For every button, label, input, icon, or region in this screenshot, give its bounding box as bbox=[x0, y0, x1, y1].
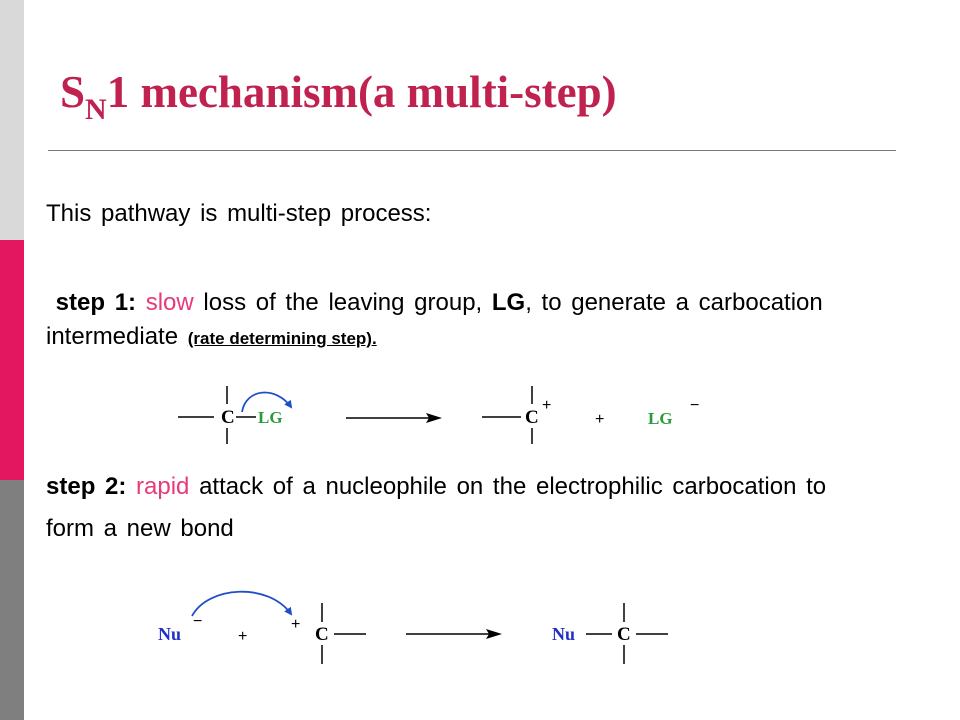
curved-arrow-icon bbox=[241, 391, 293, 413]
step2-label: step 2: bbox=[46, 473, 127, 500]
carbocation-plus-charge: + bbox=[291, 616, 300, 633]
title-divider bbox=[48, 150, 896, 151]
title-main: S bbox=[60, 67, 86, 117]
step1-label: step 1: bbox=[55, 289, 137, 316]
step1-paragraph: step 1: slow loss of the leaving group, … bbox=[46, 286, 876, 356]
step1-lg: LG bbox=[491, 289, 526, 316]
nucleophile-minus-charge: − bbox=[193, 613, 202, 630]
reaction-diagram-step2: Nu − + + C Nu C bbox=[158, 590, 668, 664]
reaction-arrow-icon bbox=[346, 413, 442, 423]
decor-bar-pink bbox=[0, 240, 24, 480]
step1-text-b: , to generate a carbocation intermediate bbox=[46, 289, 823, 350]
plus-sign: + bbox=[595, 411, 604, 428]
carbon-symbol: C bbox=[315, 624, 329, 645]
step2-text: attack of a nucleophile on the electroph… bbox=[46, 473, 827, 542]
step2-keyword: rapid bbox=[136, 473, 190, 500]
title-subscript: N bbox=[85, 93, 107, 126]
decor-bar-gray bbox=[0, 0, 24, 240]
intro-text: This pathway is multi-step process: bbox=[46, 200, 432, 227]
product-nucleophile: Nu bbox=[552, 624, 575, 644]
reaction-arrow-icon bbox=[406, 629, 502, 639]
title-rest: 1 mechanism(a multi-step) bbox=[106, 67, 617, 117]
curved-arrow-icon bbox=[191, 590, 293, 617]
plus-charge: + bbox=[542, 397, 551, 414]
step1-keyword: slow bbox=[145, 289, 194, 316]
slide-title: SN1 mechanism(a multi-step) bbox=[60, 67, 617, 126]
electrophile-carbon: C bbox=[315, 603, 366, 664]
step2-paragraph: step 2: rapid attack of a nucleophile on… bbox=[46, 466, 876, 550]
product-carbon: C bbox=[617, 624, 631, 645]
step1-note: (rate determining step). bbox=[187, 329, 377, 348]
carbon-symbol-product: C bbox=[525, 407, 539, 428]
minus-charge: − bbox=[690, 397, 699, 414]
reaction-diagram-step1: C LG C + + LG − bbox=[178, 386, 699, 444]
nucleophile-symbol: Nu bbox=[158, 624, 181, 644]
leaving-group-symbol: LG bbox=[258, 408, 283, 427]
carbon-symbol: C bbox=[221, 407, 235, 428]
reactant-carbon: C LG bbox=[178, 386, 283, 444]
carbocation: C + bbox=[482, 386, 551, 444]
step1-text-a: loss of the leaving group, bbox=[193, 289, 492, 316]
product-molecule: Nu C bbox=[552, 603, 668, 664]
leaving-group-anion: LG bbox=[648, 409, 673, 428]
decor-bar-dark bbox=[0, 480, 24, 720]
plus-sign: + bbox=[238, 628, 247, 645]
